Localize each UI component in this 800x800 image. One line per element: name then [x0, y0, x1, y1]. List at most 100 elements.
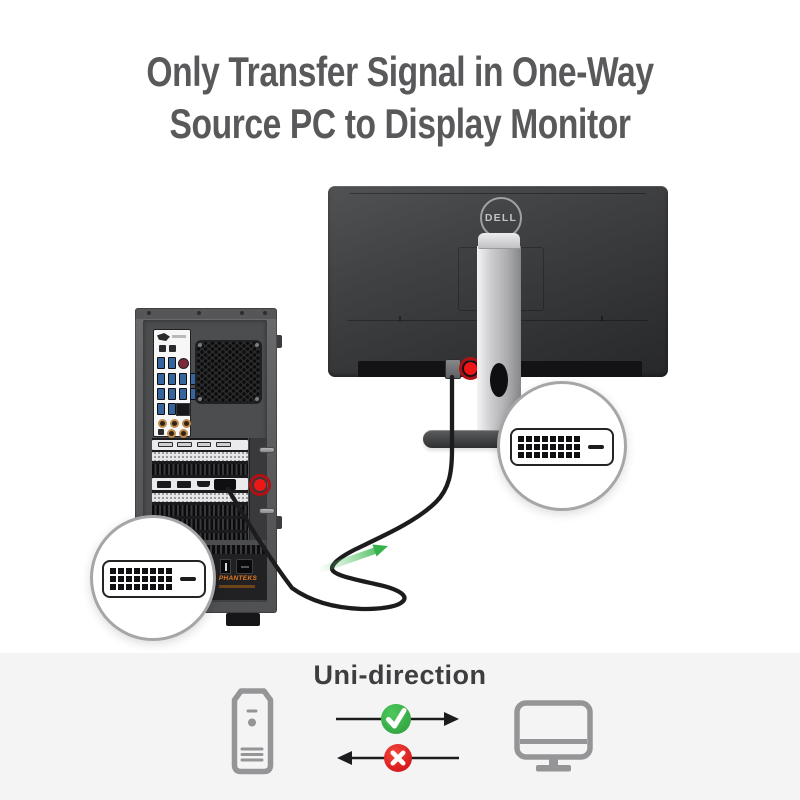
psu-brand: PHANTEKS	[218, 575, 258, 582]
bios-button	[169, 345, 176, 352]
usb-port	[168, 357, 176, 369]
dvi-pin	[566, 444, 572, 450]
dvi-pin-grid	[110, 568, 172, 590]
fan-grille	[195, 340, 262, 404]
dvi-pin	[518, 436, 524, 442]
case-tab	[277, 516, 282, 529]
dvi-pin	[158, 576, 164, 582]
black-slot-cover	[152, 464, 248, 475]
dvi-pin	[166, 576, 172, 582]
case-screw	[263, 311, 267, 315]
motherboard-logo-text	[172, 335, 186, 338]
dvi-pin	[526, 452, 532, 458]
dvi-pin	[558, 444, 564, 450]
audio-jack	[179, 429, 188, 438]
dvi-pin	[150, 576, 156, 582]
dvi-pin	[158, 584, 164, 590]
dvi-pin	[566, 452, 572, 458]
fan-screw	[198, 397, 202, 401]
dvi-pin	[110, 584, 116, 590]
audio-jack	[182, 419, 191, 428]
monitor-port-marker	[464, 362, 477, 375]
check-icon	[386, 708, 407, 729]
usb-port	[168, 403, 176, 415]
dvi-pin	[166, 568, 172, 574]
dell-logo-text: DELL	[484, 212, 518, 224]
usb-row	[157, 388, 198, 400]
footer-title: Uni-direction	[313, 660, 487, 690]
psu-sub-label	[219, 585, 255, 588]
usb-port	[157, 388, 165, 400]
case-screw	[147, 311, 151, 315]
monitor-icon	[514, 700, 593, 772]
dvi-pin	[526, 436, 532, 442]
dvi-pin	[534, 452, 540, 458]
dvi-pin	[126, 584, 132, 590]
dvi-pin	[550, 436, 556, 442]
usb-port	[179, 373, 187, 385]
dvi-pin	[518, 452, 524, 458]
power-switch	[220, 559, 231, 574]
dvi-pin	[558, 452, 564, 458]
thumbscrew	[259, 447, 275, 453]
spdif-port	[158, 429, 164, 435]
page-title: Only Transfer Signal in One-Way Source P…	[80, 46, 720, 150]
dvi-blade-slot	[180, 577, 196, 581]
cable-routing-hole	[490, 363, 508, 397]
bracket-port	[158, 442, 173, 447]
vented-slot-cover	[152, 452, 248, 461]
dvi-pin	[134, 568, 140, 574]
pc-tower-icon	[231, 688, 274, 775]
dvi-pin	[134, 576, 140, 582]
audio-jack	[167, 429, 176, 438]
monitor-seam	[350, 193, 646, 194]
usb-port	[157, 357, 165, 369]
fan-screw	[198, 343, 202, 347]
audio-jack	[158, 419, 167, 428]
tower-top-rim	[135, 308, 277, 319]
dvi-connector	[102, 560, 206, 598]
dvi-connector	[510, 428, 614, 466]
monitor-stand-cap	[478, 233, 520, 249]
dvi-pin	[118, 576, 124, 582]
blocked-badge	[384, 744, 412, 772]
direction-arrow-head	[372, 544, 388, 557]
dvi-blade-slot	[588, 445, 604, 449]
dvi-pin	[566, 436, 572, 442]
dvi-pin	[542, 444, 548, 450]
bios-buttons	[159, 345, 176, 352]
tower-foot	[226, 613, 260, 626]
power-socket	[236, 559, 253, 574]
usb-port	[168, 373, 176, 385]
dvi-pin	[534, 436, 540, 442]
usb-row	[157, 373, 198, 385]
ethernet-port	[176, 403, 190, 416]
usb-port	[157, 373, 165, 385]
dvi-pin	[142, 576, 148, 582]
dvi-pin	[550, 444, 556, 450]
dvi-pin	[142, 584, 148, 590]
callout-circle-monitor-side	[497, 381, 627, 511]
dvi-pin	[110, 568, 116, 574]
footer-icons	[231, 688, 593, 775]
case-tab	[277, 335, 282, 348]
dvi-pin	[166, 584, 172, 590]
dvi-pin	[518, 444, 524, 450]
dvi-pin-grid	[518, 436, 580, 458]
audio-jacks	[158, 429, 188, 438]
seam-notch	[399, 316, 401, 321]
dvi-pin	[158, 568, 164, 574]
dvi-pin	[574, 444, 580, 450]
dvi-pin	[126, 568, 132, 574]
hdmi-port	[197, 481, 210, 487]
dvi-pin	[150, 584, 156, 590]
callout-circle-pc-side	[90, 515, 216, 641]
dvi-pin	[542, 452, 548, 458]
audio-jacks	[158, 419, 191, 428]
usb-row	[157, 357, 176, 369]
title-line-1: Only Transfer Signal in One-Way	[146, 48, 654, 95]
bios-button	[159, 345, 166, 352]
dvi-pin	[110, 576, 116, 582]
usb-port	[179, 388, 187, 400]
